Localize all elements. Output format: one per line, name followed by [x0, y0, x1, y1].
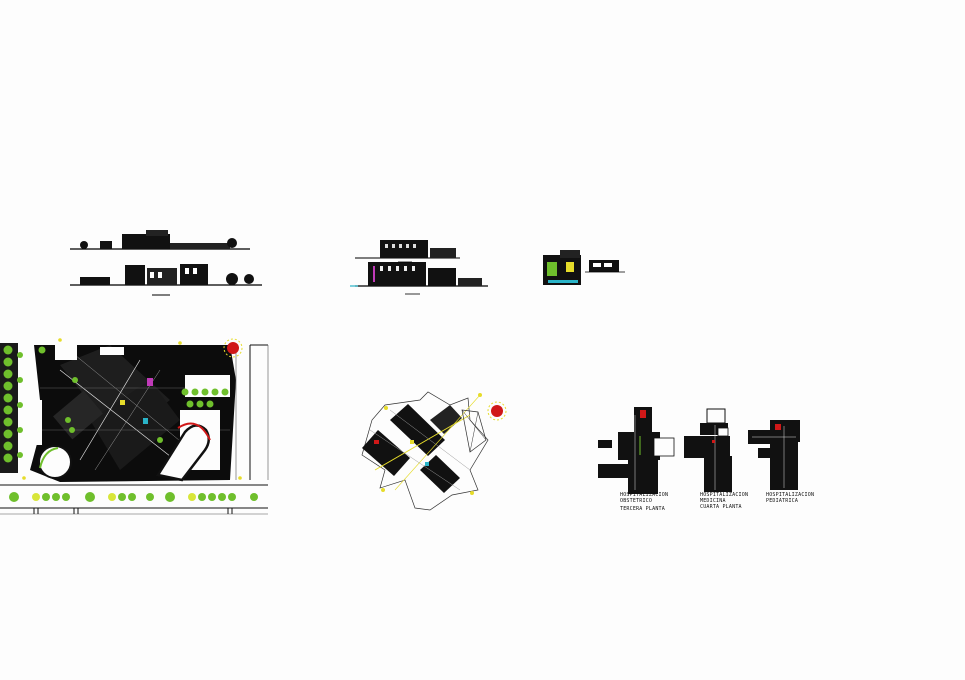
elevation-group-left: [70, 230, 262, 296]
ward-subtitle: MEDICINA: [700, 498, 726, 504]
ward-plan-medicina: [684, 408, 732, 492]
ward-subtitle: OBSTETRICO: [620, 498, 653, 504]
ward-title: HOSPITALIZACION: [766, 492, 815, 498]
ward-title: HOSPITALIZACION: [620, 492, 669, 498]
ward-plan-pediatrica: [748, 420, 800, 490]
ward-floor: CUARTA PLANTA: [700, 504, 742, 510]
ward-label-obstetrico: HOSPITALIZACION OBSTETRICO TERCERA PLANT…: [620, 492, 668, 512]
ward-floor: TERCERA PLANTA: [620, 506, 665, 512]
elevation-group-center: [350, 240, 488, 295]
ward-subtitle: PEDIATRICA: [766, 498, 799, 504]
section-group-right: [543, 250, 625, 285]
ward-label-pediatrica: HOSPITALIZACION PEDIATRICA: [766, 492, 814, 504]
ward-title: HOSPITALIZACION: [700, 492, 749, 498]
site-plan: [0, 338, 269, 515]
ward-plan-obstetrico: [598, 407, 675, 494]
ward-label-medicina: HOSPITALIZACION MEDICINA CUARTA PLANTA: [700, 492, 748, 510]
center-floor-plan: [361, 391, 507, 511]
